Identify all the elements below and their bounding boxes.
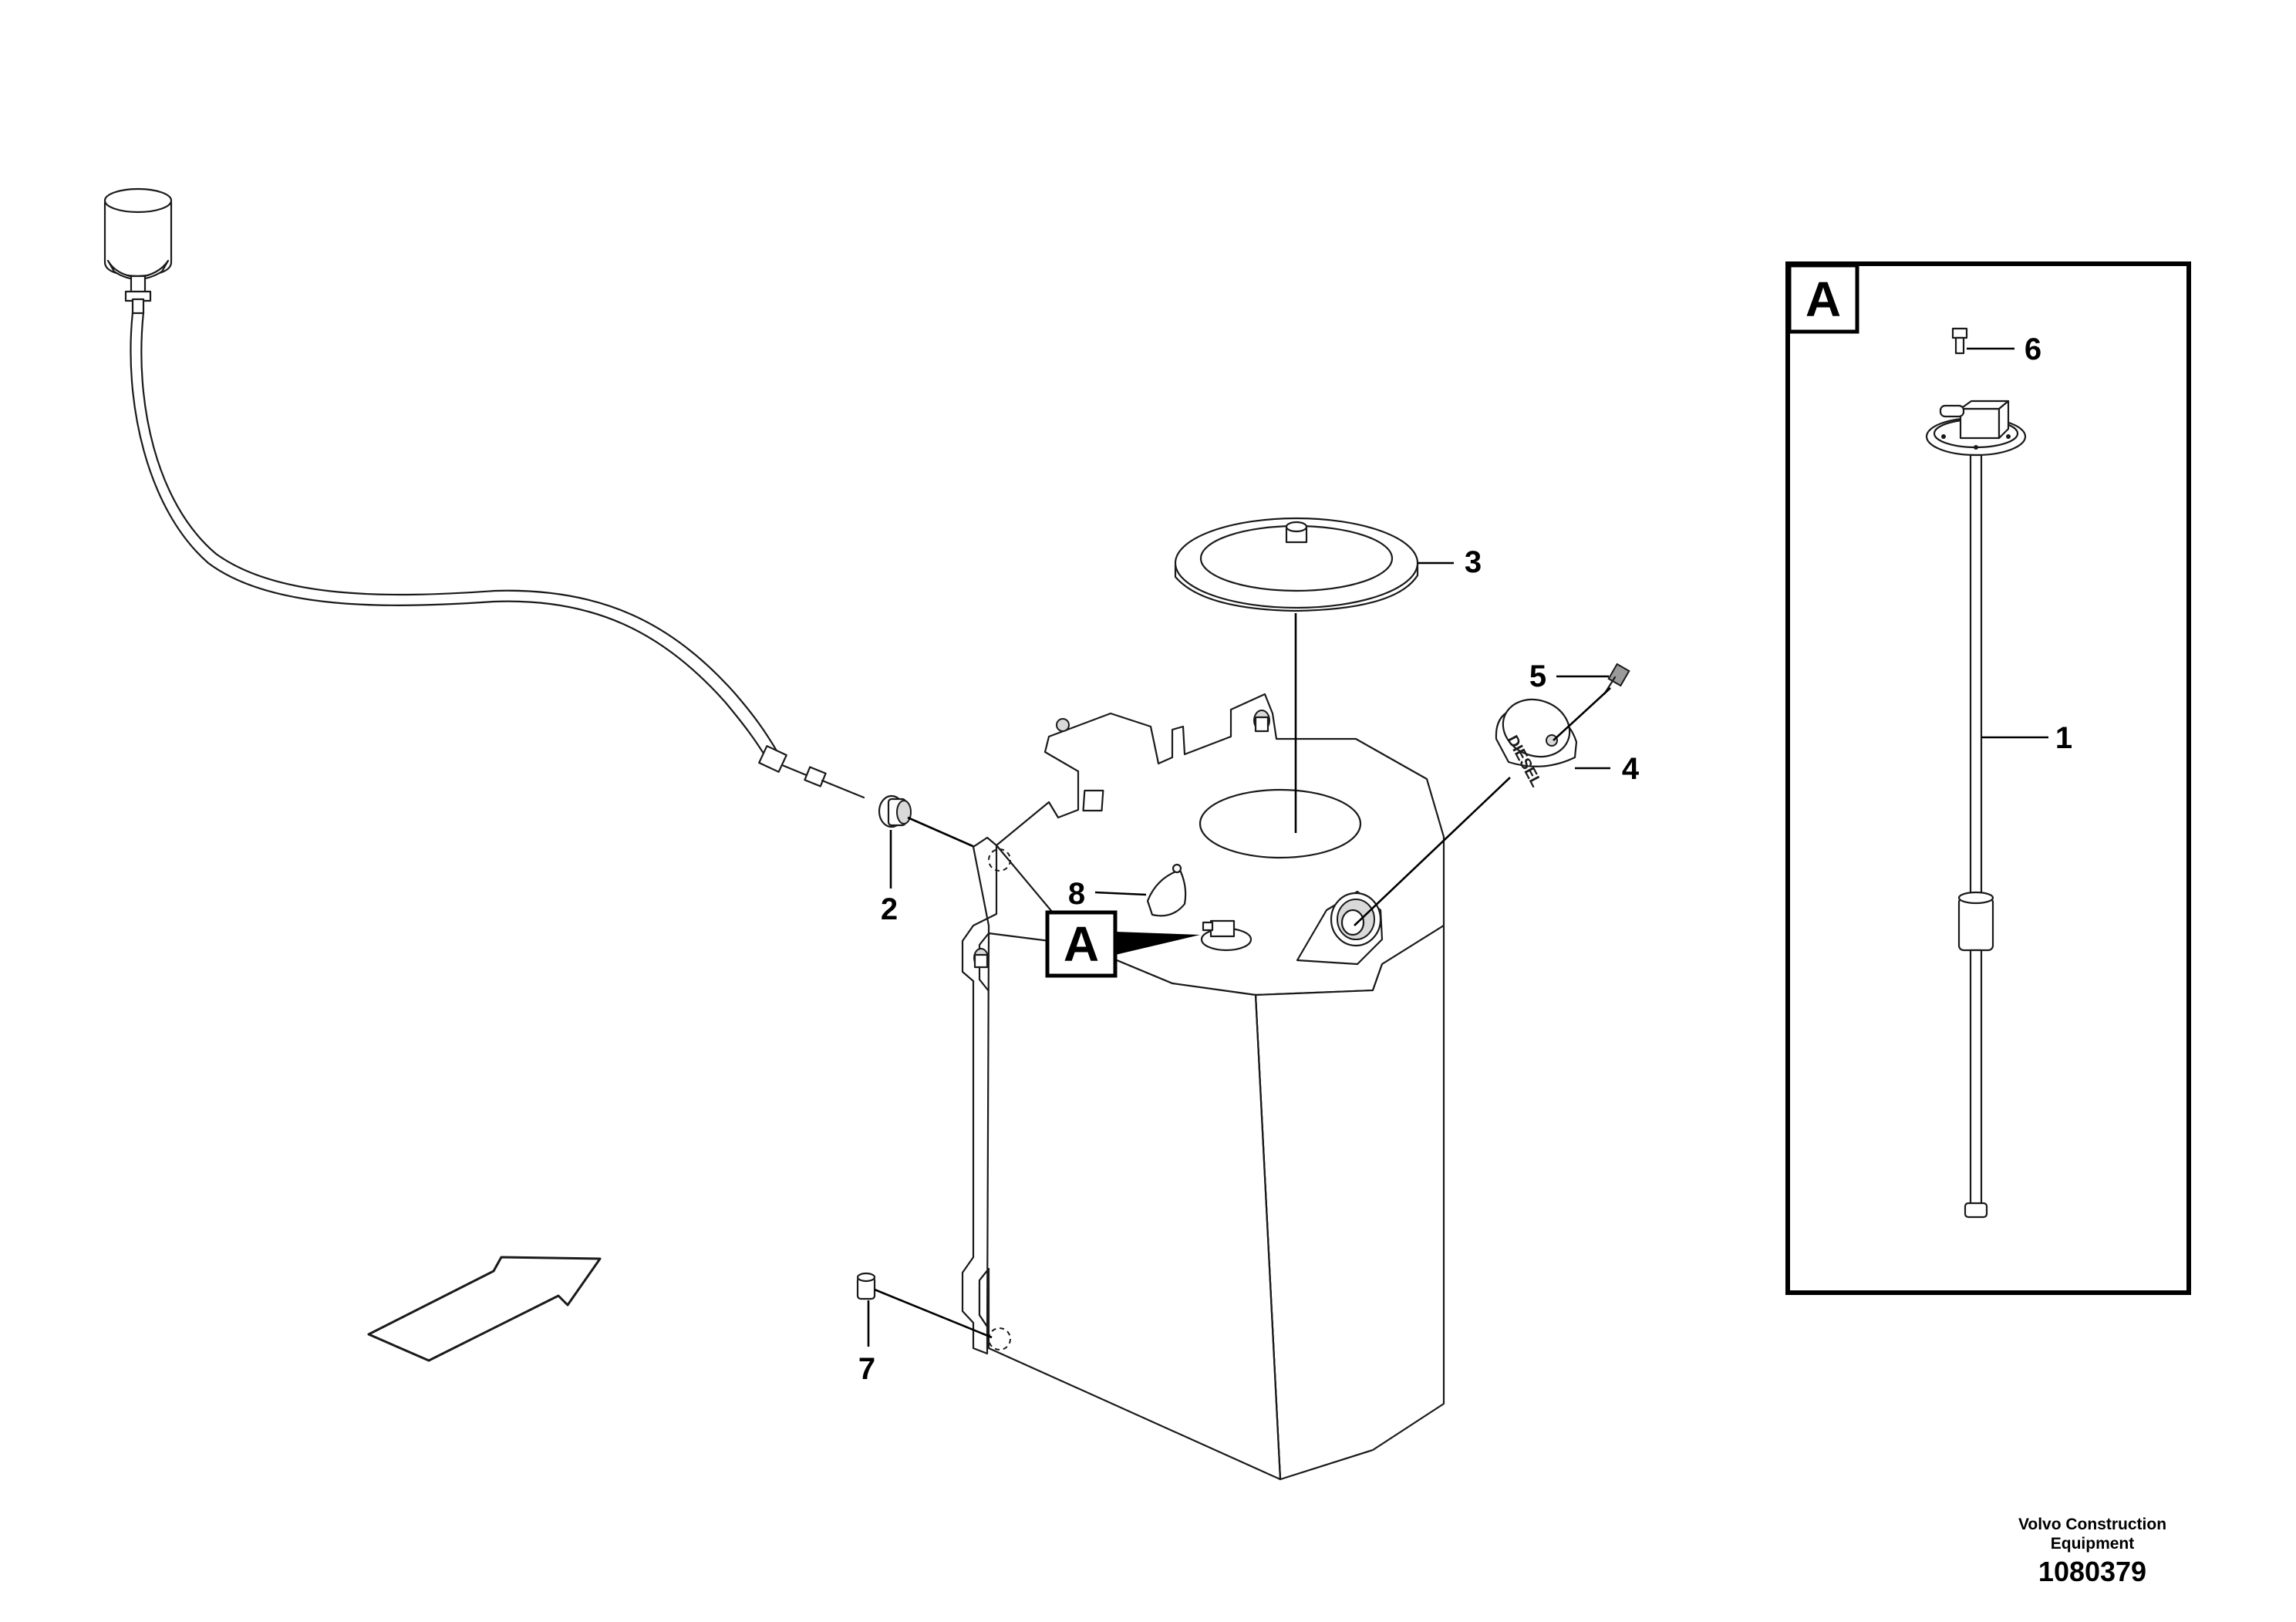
inset-letter: A bbox=[1805, 271, 1841, 327]
fuel-tank bbox=[961, 693, 1445, 1481]
callout-2: 2 bbox=[881, 892, 898, 926]
detail-ref-box-tank: A bbox=[1045, 910, 1200, 978]
filler-cap-4: DIESEL bbox=[1354, 698, 1610, 926]
drawing-footer: Volvo Construction Equipment 1080379 bbox=[1954, 1515, 2231, 1590]
detail-ref-letter: A bbox=[1064, 916, 1099, 972]
callout-1: 1 bbox=[2055, 721, 2072, 755]
hose-fitting bbox=[758, 745, 865, 799]
callout-6: 6 bbox=[2025, 332, 2041, 366]
callout-5: 5 bbox=[1529, 659, 1546, 693]
fuel-level-sender-1 bbox=[1925, 400, 2048, 1219]
callout-8: 8 bbox=[1068, 877, 1085, 911]
drawing-number: 1080379 bbox=[2038, 1556, 2147, 1587]
callout-7: 7 bbox=[858, 1352, 875, 1386]
breather-filter bbox=[103, 187, 173, 315]
company-name-line1: Volvo Construction bbox=[2018, 1516, 2167, 1533]
detail-inset-a: A bbox=[1785, 261, 2191, 1295]
tank-lid-3 bbox=[1174, 517, 1454, 833]
grommet-2 bbox=[878, 794, 979, 889]
screw-6 bbox=[1951, 327, 2014, 355]
company-name-line2: Equipment bbox=[2050, 1535, 2135, 1553]
breather-hose bbox=[130, 311, 779, 761]
view-direction-arrow bbox=[367, 1256, 602, 1362]
callout-3: 3 bbox=[1465, 545, 1482, 579]
callout-4: 4 bbox=[1622, 752, 1640, 786]
screw-7 bbox=[856, 1272, 993, 1347]
callout-labels: 1 2 3 4 5 6 7 8 bbox=[858, 332, 2072, 1386]
leader-8 bbox=[1094, 891, 1147, 896]
screw-5 bbox=[1553, 663, 1630, 741]
